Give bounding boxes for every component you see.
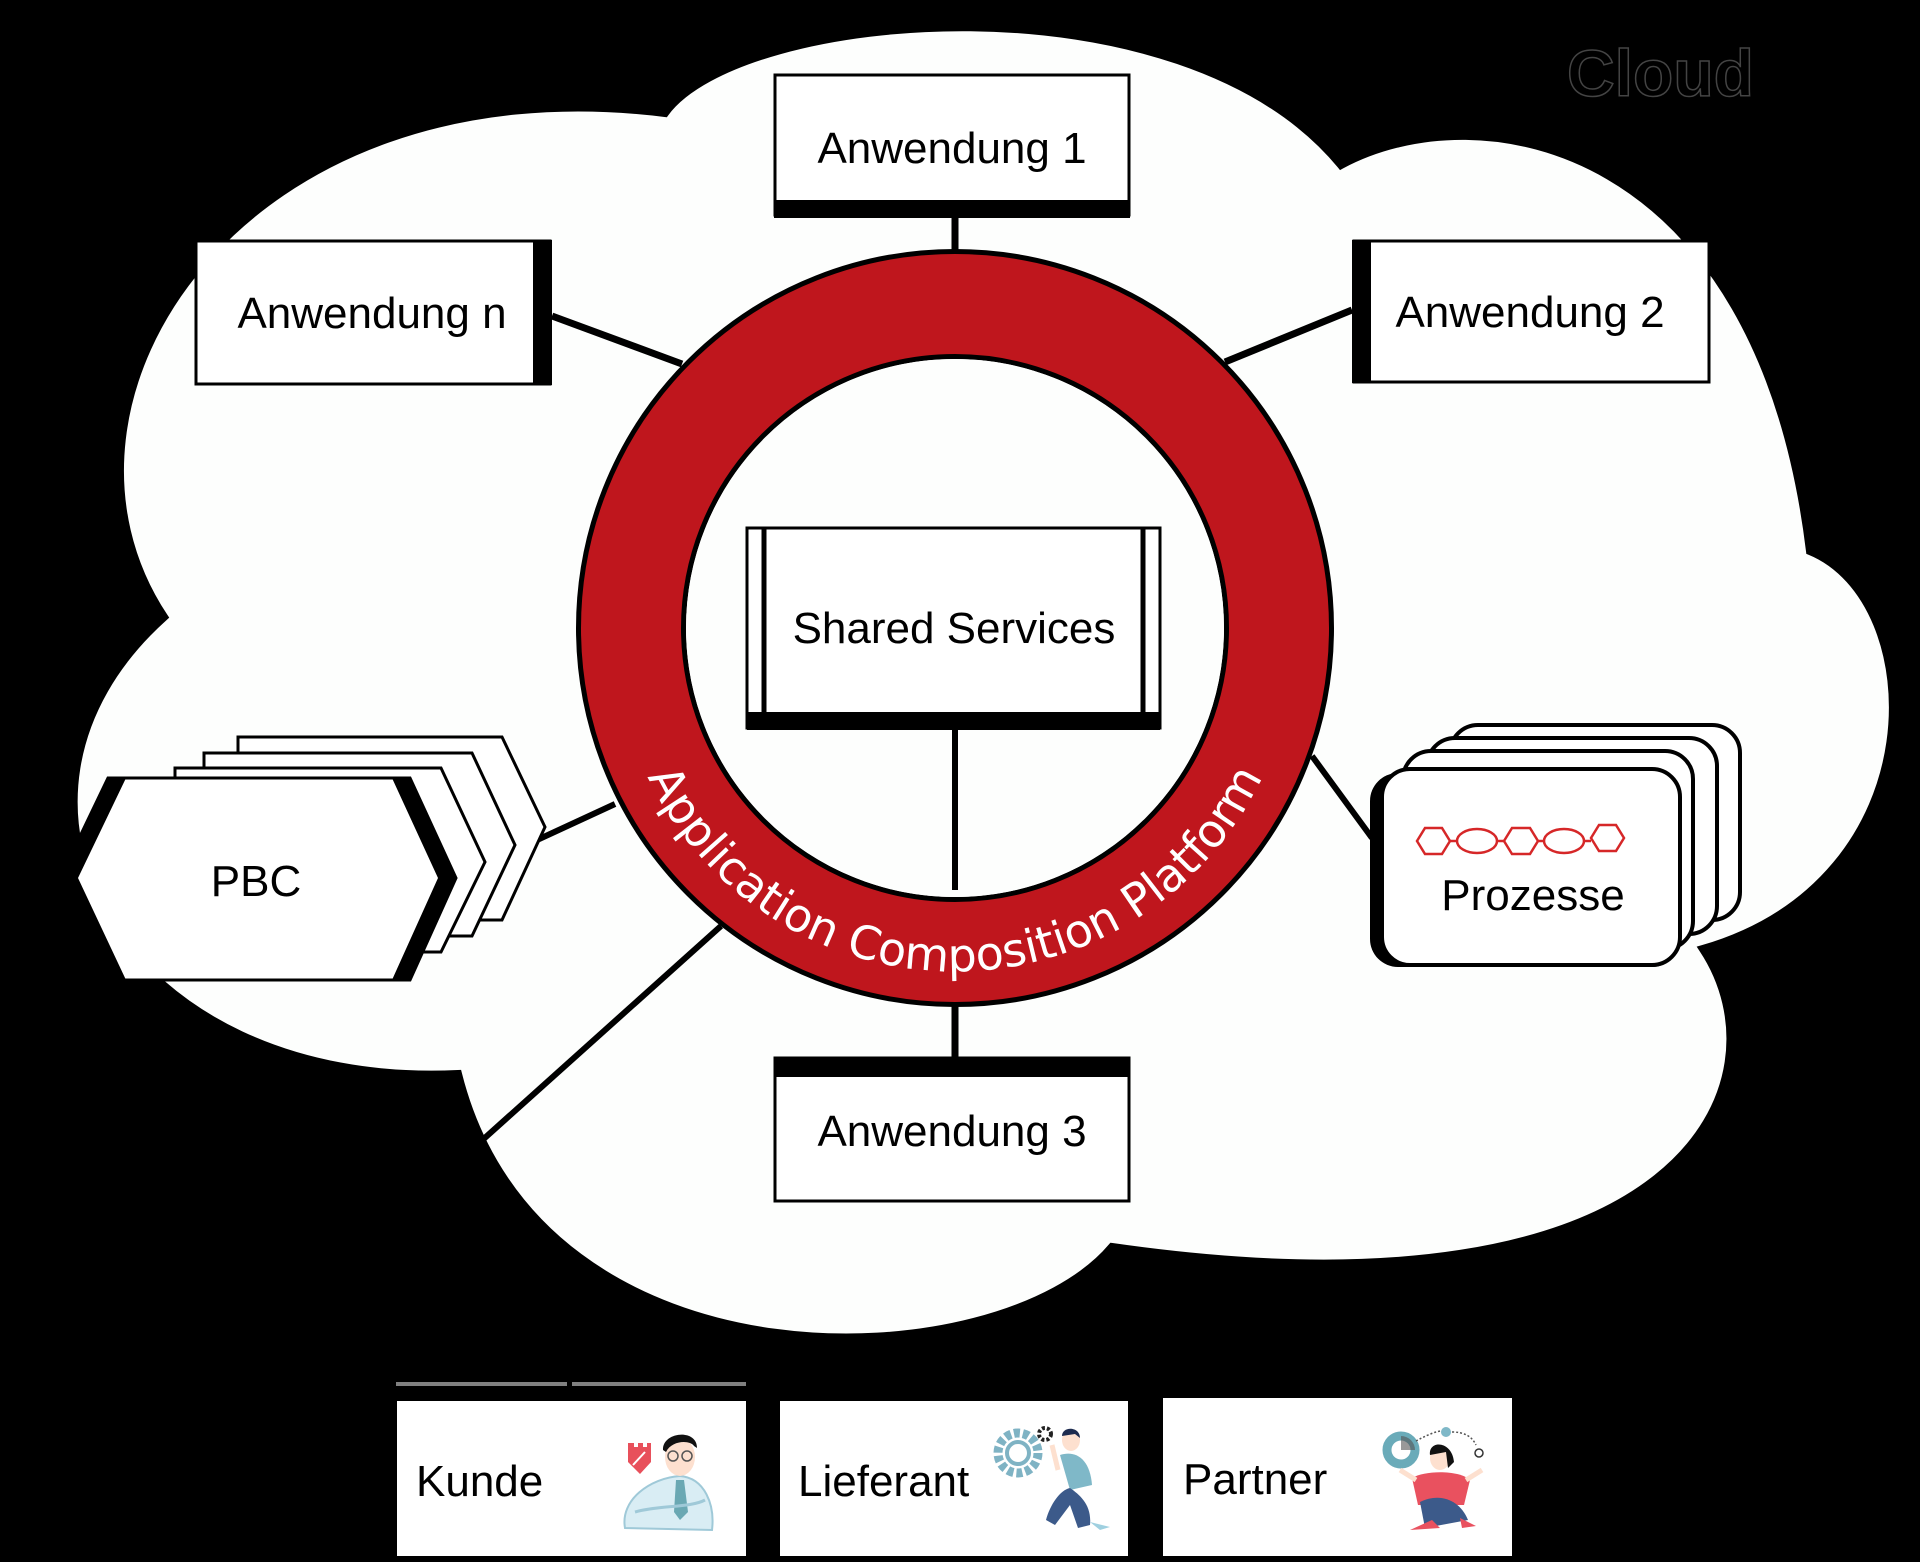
actor-box-partner[interactable]: Partner bbox=[1161, 1396, 1514, 1558]
connector-processes bbox=[1309, 754, 1375, 840]
customer-person-icon bbox=[623, 1434, 714, 1532]
shared-services-box[interactable]: Shared Services bbox=[745, 526, 1162, 730]
cloud-label: Cloud bbox=[1567, 36, 1754, 110]
app-box-1[interactable]: Anwendung 1 bbox=[773, 73, 1131, 218]
process-chain-icon bbox=[1415, 823, 1626, 856]
connector-appn bbox=[550, 312, 684, 368]
pbc-right-edge bbox=[392, 778, 456, 980]
platform-ring-fill bbox=[581, 254, 1329, 1002]
process-card-front bbox=[1380, 767, 1682, 967]
app-label-3: Anwendung 3 bbox=[817, 1107, 1086, 1156]
cloud-pointer-line bbox=[1449, 73, 1564, 128]
connector-app2 bbox=[1223, 306, 1354, 366]
partner-person-ideas-icon bbox=[1382, 1427, 1484, 1530]
app-box-3[interactable]: Anwendung 3 bbox=[773, 1056, 1131, 1203]
app-box-2[interactable]: Anwendung 2 bbox=[1352, 239, 1711, 384]
supplier-person-gears-icon bbox=[993, 1426, 1110, 1530]
app-label-1: Anwendung 1 bbox=[817, 124, 1086, 173]
processes-stack[interactable]: Prozesse bbox=[1370, 723, 1742, 967]
app-label-n: Anwendung n bbox=[237, 289, 506, 338]
connector-actors bbox=[465, 923, 724, 1156]
actor-label-kunde: Kunde bbox=[416, 1457, 543, 1506]
pbc-left-edge bbox=[60, 778, 126, 980]
pbc-label: PBC bbox=[211, 857, 301, 906]
actor-box-kunde[interactable]: Kunde bbox=[395, 1382, 748, 1558]
actor-label-partner: Partner bbox=[1183, 1455, 1327, 1504]
shared-services-label: Shared Services bbox=[793, 604, 1116, 653]
actor-box-lieferant[interactable]: Lieferant bbox=[778, 1399, 1130, 1558]
app-label-2: Anwendung 2 bbox=[1395, 288, 1664, 337]
app-box-n[interactable]: Anwendung n bbox=[194, 239, 552, 386]
processes-label: Prozesse bbox=[1441, 871, 1624, 920]
pbc-stack[interactable]: PBC bbox=[58, 735, 547, 982]
actor-label-lieferant: Lieferant bbox=[798, 1457, 969, 1506]
